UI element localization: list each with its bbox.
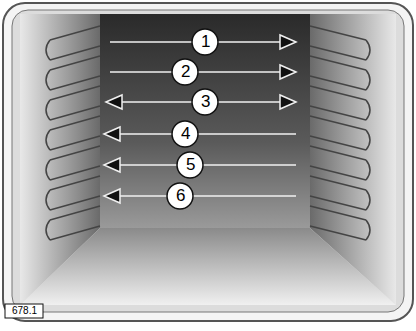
figure-code: 678.1 [12, 305, 37, 317]
callout-circles [167, 29, 218, 209]
callout-number: 1 [201, 32, 210, 52]
callout-number: 2 [181, 62, 190, 82]
oven-opening [12, 10, 404, 312]
callout-number: 4 [181, 124, 190, 144]
oven-frame [3, 3, 413, 321]
back-wall [100, 14, 310, 228]
position-arrows [104, 35, 296, 203]
callout-number: 6 [176, 186, 185, 206]
oven-floor [20, 228, 396, 305]
callout-number: 5 [186, 155, 195, 175]
shelf-rails [46, 26, 370, 240]
figure-code-box [5, 304, 43, 318]
callout-number: 3 [201, 92, 210, 112]
